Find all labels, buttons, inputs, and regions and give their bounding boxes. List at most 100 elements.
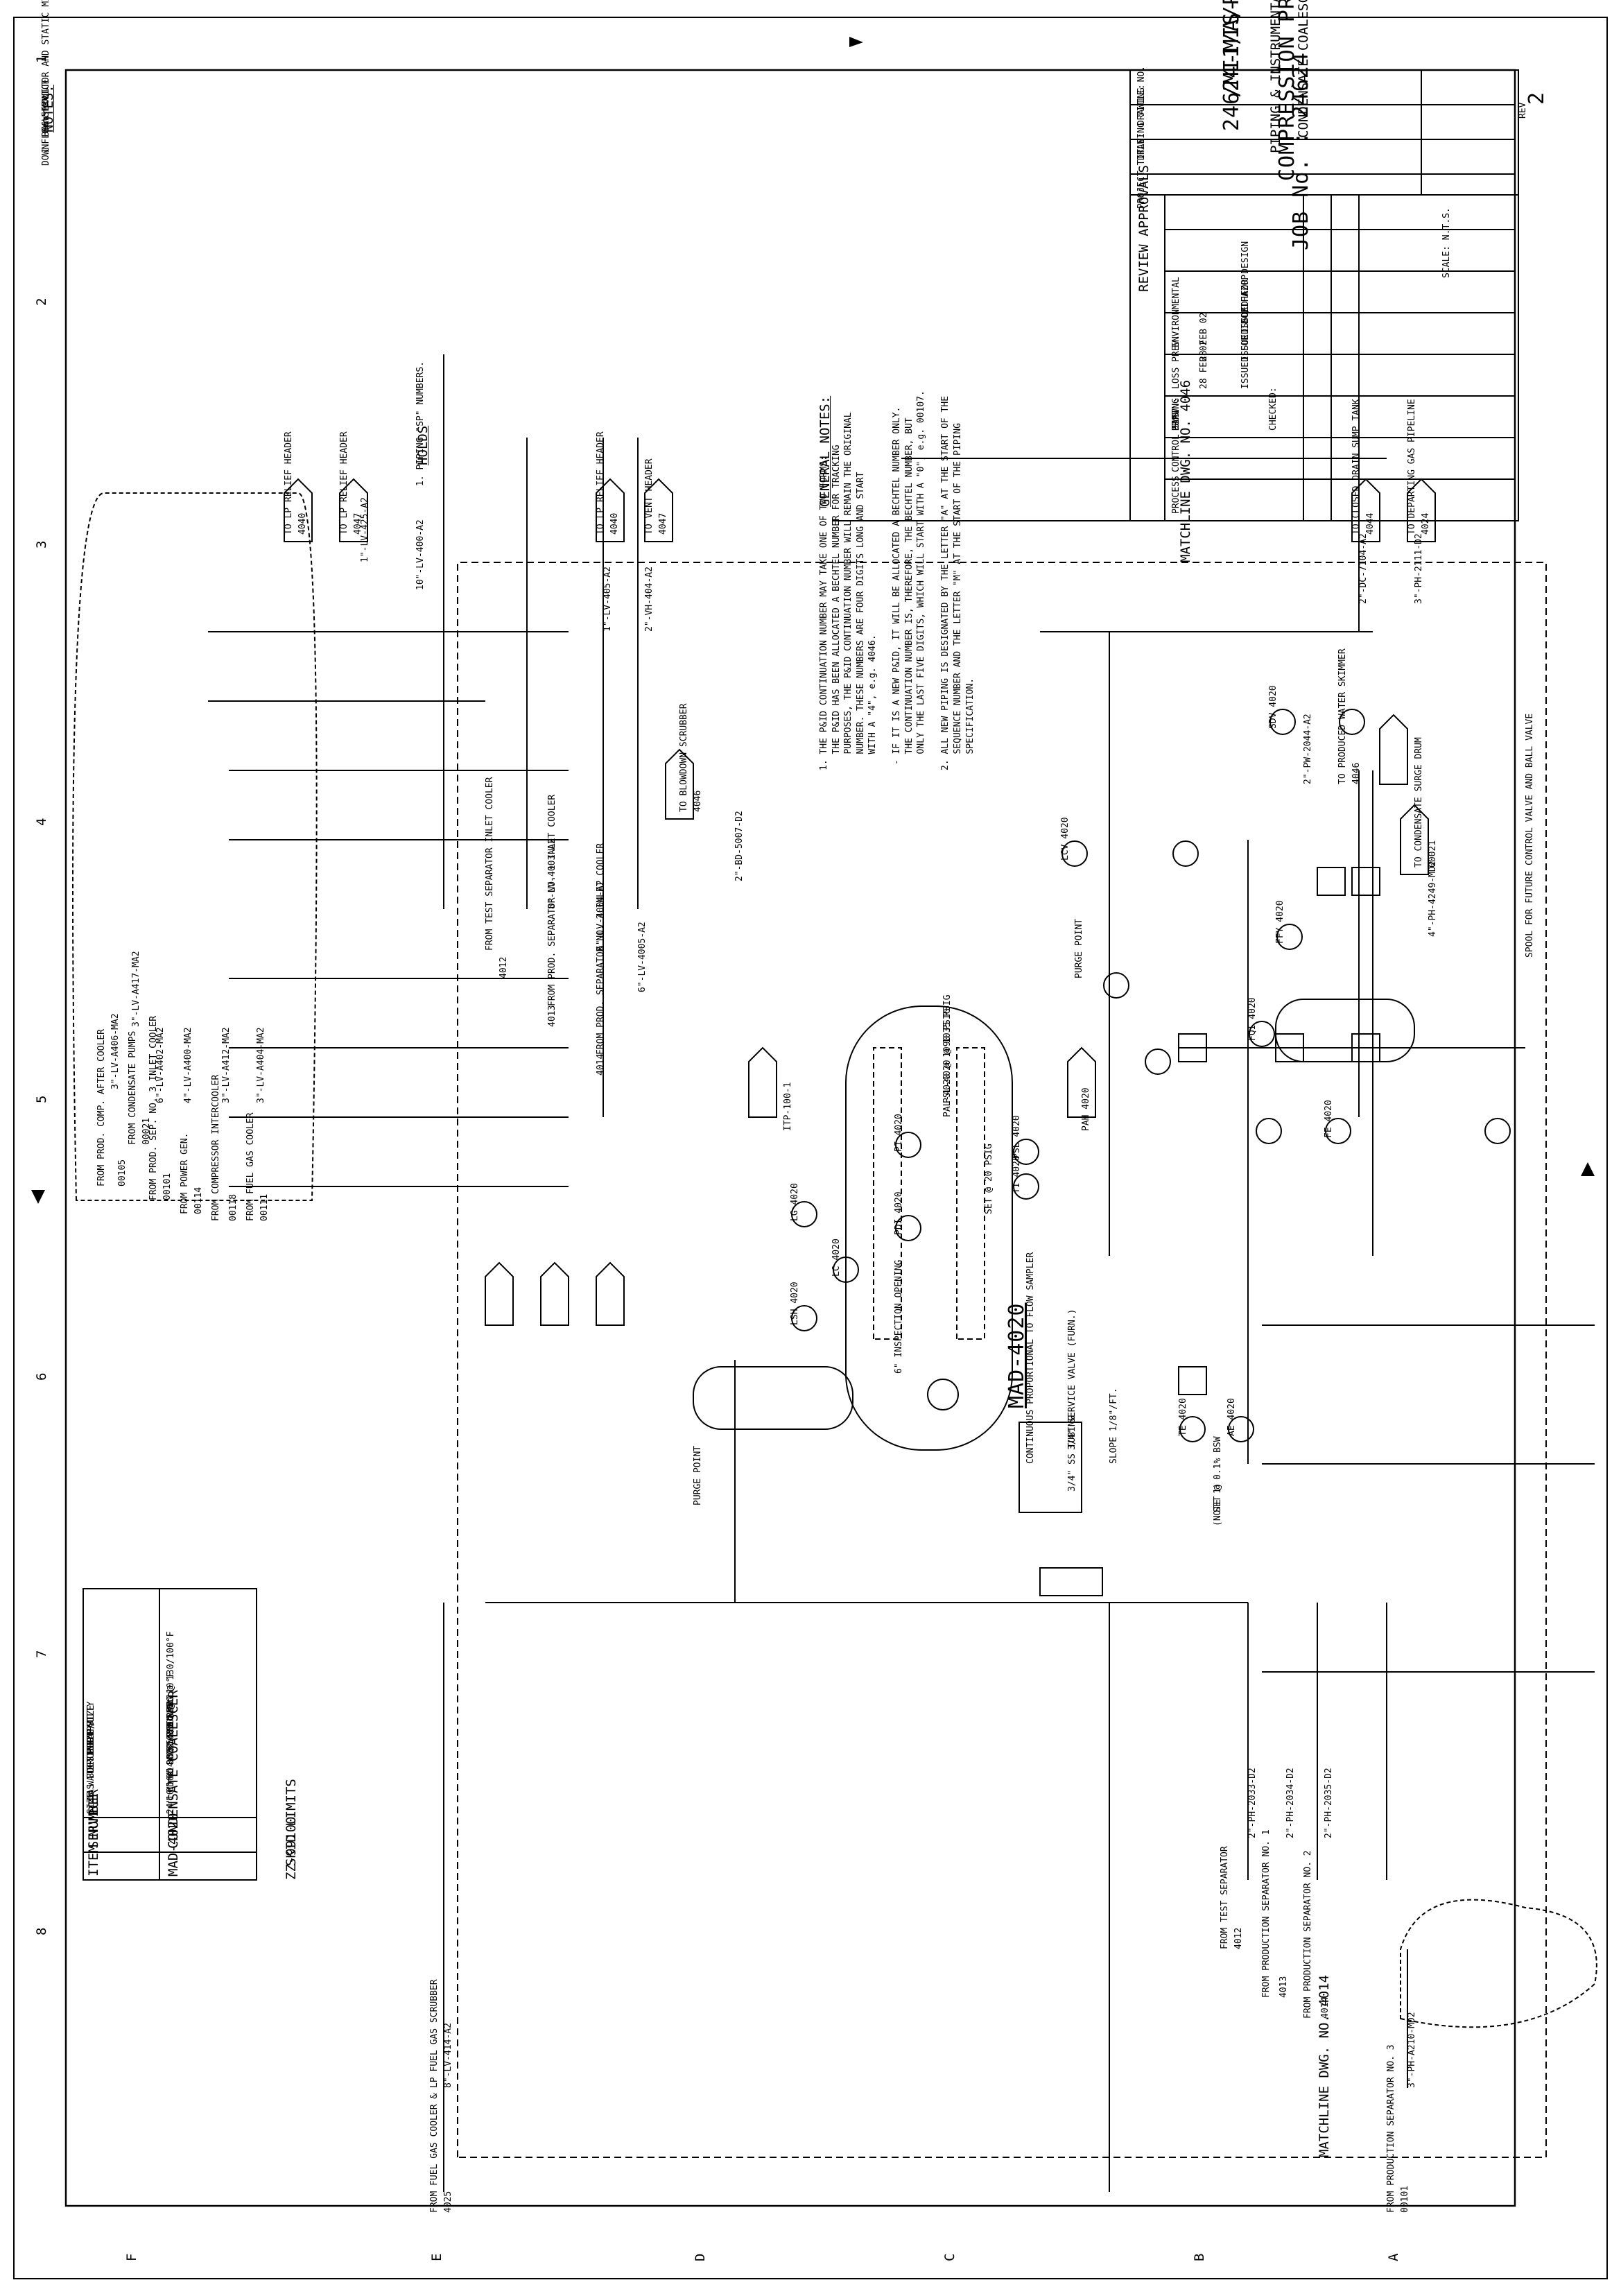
inlet-ref: 00118	[228, 1193, 239, 1221]
sep-inlet-ref: 4012	[499, 956, 509, 978]
instrument-tag: FE 4020	[1324, 1100, 1334, 1138]
grid-number: 2	[34, 297, 49, 306]
right-boot	[1275, 999, 1415, 1062]
inlet-line: 3"-LV-A412-MA2	[221, 1027, 232, 1103]
header-ref: 4040	[609, 512, 620, 535]
drawing-title-line-2: CONDENSATE COALESCER	[1296, 0, 1311, 138]
instrument-tag: FFY 4020	[1275, 900, 1285, 944]
pal-setting: PAL-4020 @ 1090 PSIG	[942, 1008, 953, 1117]
itp-label: ITP-100-1	[783, 1082, 793, 1131]
matchline-top: MATCHLINE DWG. NO. 4046	[1178, 379, 1193, 562]
bottom-inlet-line: 3"-PH-A210-MD2	[1407, 2012, 1417, 2088]
inlet-line: 3"-LV-A404-MA2	[256, 1027, 266, 1103]
slope-label: SLOPE 1/8"/FT.	[1109, 1388, 1119, 1464]
inlet-line: 6"-LV-A402-MA2	[155, 1027, 166, 1103]
inlet-ref: 00111	[259, 1193, 270, 1221]
bottom-inlet-ref: 4013	[1278, 1976, 1289, 1998]
outlet-ref: 4046	[693, 790, 703, 812]
outlet-line: 2"-BD-5007-D2	[734, 811, 745, 881]
inlet-line: 3"-LV-A406-MA2	[110, 1013, 121, 1089]
sep-inlet-from: FROM PROD. SEPARATOR NO. 2 INLET COOLER	[596, 843, 606, 1055]
bottom-inlet-ref: 4014	[1320, 1996, 1330, 2019]
spec-value: 5427 BPD	[166, 1701, 176, 1745]
instrument-tag: PI 4020	[894, 1114, 904, 1152]
left-boot	[693, 1366, 853, 1430]
grid-letter: F	[124, 2253, 139, 2261]
note-1-ref: (NOTE 1)	[1213, 1483, 1223, 1526]
instrument-tag: LCV 4020	[1060, 817, 1070, 861]
inlet-ref: 00105	[117, 1159, 128, 1186]
inlet-from: FROM POWER GEN.	[180, 1132, 190, 1214]
bottom-inlet-ref: 4012	[1233, 1927, 1244, 1949]
rev-number: 2	[1525, 91, 1549, 105]
sep-inlet-from: FROM TEST SEPARATOR INLET COOLER	[485, 777, 495, 951]
grid-number: 1	[34, 55, 49, 63]
instrument-tag: TI 4020	[1012, 1155, 1022, 1193]
scale-label: SCALE: N.T.S.	[1441, 207, 1452, 278]
grid-number: 7	[34, 1650, 49, 1658]
header-line: 2"-VH-404-A2	[644, 567, 655, 632]
bottom-inlet-from: FROM PRODUCTION SEPARATOR NO. 2	[1303, 1850, 1313, 2019]
instrument-tag: PAH 4020	[1081, 1087, 1091, 1131]
holds-item: 1. PIPING "SP" NUMBERS.	[415, 361, 426, 486]
bottom-inlet-ref: 4025	[443, 2191, 453, 2213]
bottom-inlet-line: 8"-LV-414-A2	[443, 2023, 453, 2088]
vessel-mad-4020	[845, 1005, 1013, 1451]
outlet-to: TO PRODUCED WATER SKIMMER	[1337, 648, 1348, 784]
header-to: TO LP RELIEF HEADER	[339, 431, 349, 535]
sep-inlet-from: FROM PROD. SEPARATOR NO. 1 INLET COOLER	[547, 794, 557, 1006]
grid-number: 3	[34, 540, 49, 549]
grid-number: 8	[34, 1927, 49, 1935]
sampler-label: CONTINUOUS PROPORTIONAL TO FLOW SAMPLER	[1025, 1252, 1036, 1464]
grid-letter: E	[429, 2253, 444, 2261]
instrument-tag: PDI 4020	[894, 1191, 904, 1235]
instrument-tag: LC 4020	[831, 1238, 842, 1277]
grid-number: 5	[34, 1095, 49, 1103]
title-block-frame	[1129, 69, 1519, 196]
inlet-from: FROM COMPRESSOR INTERCOOLER	[211, 1074, 221, 1221]
bottom-inlet-from: FROM PRODUCTION SEPARATOR NO. 3	[1386, 2044, 1396, 2213]
header-to: TO VENT HEADER	[644, 458, 655, 535]
instrument-tag: LSH 4020	[790, 1281, 800, 1325]
inlet-from: FROM PROD. COMP. AFTER COOLER	[96, 1029, 107, 1186]
outlet-to: TO BLOWDOWN SCRUBBER	[679, 703, 689, 812]
outlet-ref: 4046	[1351, 762, 1362, 784]
inlet-line: 3"-LV-A417-MA2	[131, 951, 141, 1027]
header-ref: 4047	[353, 512, 363, 535]
bottom-inlet-from: FROM TEST SEPARATOR	[1220, 1846, 1230, 1949]
instrument-tag: LG 4020	[790, 1183, 800, 1221]
inlet-from: FROM CONDENSATE PUMPS	[128, 1030, 138, 1145]
ss-tubing-label: 3/4" SS TUBING	[1067, 1415, 1077, 1492]
instrument-tag: FQI 4020	[1247, 997, 1258, 1041]
inlet-line: 4"-LV-A400-MA2	[183, 1027, 193, 1103]
instrument-tag: AE 4020	[1226, 1398, 1237, 1436]
equipment-table-frame	[83, 1588, 257, 1881]
general-notes-body: 1. THE P&ID CONTINUATION NUMBER MAY TAKE…	[819, 390, 976, 770]
note-line: DOWNFLOW SERVICE.	[41, 73, 51, 166]
spool-label: SPOOL FOR FUTURE CONTROL VALVE AND BALL …	[1525, 713, 1535, 958]
inlet-cloud	[72, 492, 318, 1201]
outlet-line: 3"-PH-2111-D2	[1414, 533, 1424, 604]
inlet-ref: 00114	[193, 1186, 204, 1214]
drawing-title-line-1: PIPING & INSTRUMENTATION DIAGRAM	[1268, 0, 1283, 153]
outlet-line: 2"-DC-7104-A2	[1358, 533, 1369, 604]
header-ref: 4040	[297, 512, 308, 535]
sep-inlet-ref: 4013	[547, 1005, 557, 1027]
header-ref: 4047	[658, 512, 668, 535]
grid-letter: A	[1386, 2253, 1401, 2261]
instrument-tag: SDV 4020	[1268, 685, 1278, 729]
rev-label: REV	[1518, 102, 1528, 119]
grid-letter: D	[693, 2253, 708, 2261]
sep-inlet-line: 6"-LV-4005-A2	[637, 922, 648, 992]
header-line: 10"-LV-400-A2	[415, 519, 426, 590]
inlet-ref: 00101	[162, 1173, 173, 1200]
outer-border	[13, 17, 1608, 2279]
skid-label: SKID LIMITS	[284, 1779, 299, 1866]
header-to: TO LP RELIEF HEADER	[284, 431, 294, 535]
bottom-inlet-line: 2"-PH-2033-D2	[1247, 1768, 1258, 1838]
spec-label: CAPACITY	[86, 1701, 96, 1745]
grid-number: 4	[34, 818, 49, 826]
outlet-ref: 4024	[1421, 512, 1431, 535]
